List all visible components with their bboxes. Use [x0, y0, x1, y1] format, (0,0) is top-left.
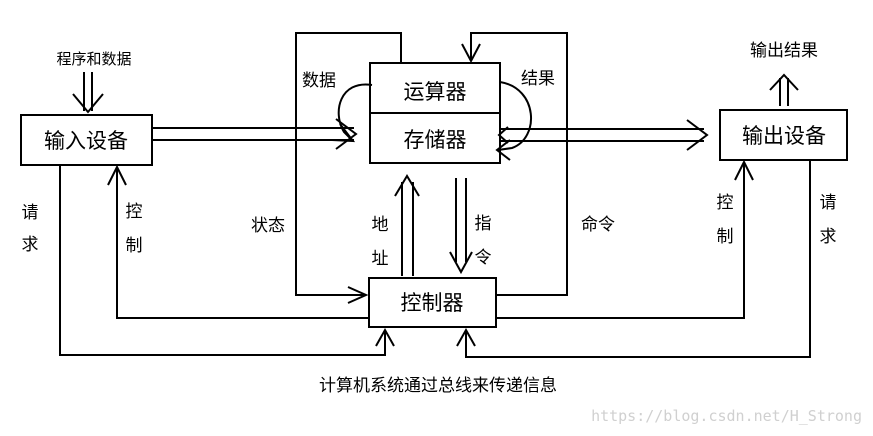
program-data-label: 程序和数据: [56, 50, 131, 68]
result-loop-arrow: [495, 81, 533, 161]
state-label: 状态: [251, 216, 285, 236]
output-result-label: 输出结果: [750, 41, 818, 61]
output-result-arrow: [769, 73, 799, 106]
input-device-label: 输入设备: [44, 129, 128, 153]
controller-label: 控制器: [401, 291, 464, 315]
command-label: 命令: [581, 215, 615, 235]
output-device-label: 输出设备: [742, 124, 826, 148]
right-request-char-2: 求: [820, 227, 837, 247]
command-line-arrow: [461, 32, 568, 296]
memory-label: 存储器: [404, 128, 467, 152]
left-control-line-arrow: [107, 164, 369, 319]
left-request-line-arrow: [59, 165, 395, 356]
caption: 计算机系统通过总线来传递信息: [319, 376, 557, 396]
data-label: 数据: [302, 71, 336, 91]
alu-label: 运算器: [404, 80, 467, 104]
state-line-arrow: [295, 32, 402, 304]
result-label: 结果: [521, 69, 555, 89]
right-request-char-1: 请: [820, 193, 837, 213]
instruction-char-2: 令: [475, 248, 492, 268]
left-request-char-1: 请: [22, 203, 39, 223]
memory-to-output-arrow: [500, 119, 709, 151]
right-request-line-arrow: [456, 160, 811, 358]
left-request-char-2: 求: [22, 235, 39, 255]
alu-memory-box: 运算器 存储器: [369, 62, 501, 164]
right-control-line-arrow: [496, 159, 754, 319]
address-arrow: [394, 174, 420, 276]
controller-box: 控制器: [368, 277, 497, 328]
right-control-char-2: 制: [717, 227, 734, 247]
output-device-box: 输出设备: [719, 109, 848, 161]
right-control-char-1: 控: [717, 193, 734, 213]
left-control-char-1: 控: [126, 202, 143, 222]
address-char-1: 地: [372, 215, 389, 235]
program-data-arrow: [72, 72, 104, 114]
watermark: https://blog.csdn.net/H_Strong: [591, 407, 862, 425]
instruction-char-1: 指: [475, 214, 492, 234]
instruction-arrow: [449, 178, 473, 275]
data-loop-arrow: [331, 83, 373, 143]
input-to-memory-arrow: [152, 118, 358, 150]
left-control-char-2: 制: [126, 236, 143, 256]
address-char-2: 址: [372, 249, 389, 269]
input-device-box: 输入设备: [20, 114, 153, 166]
memory-left-notch: [497, 126, 509, 144]
